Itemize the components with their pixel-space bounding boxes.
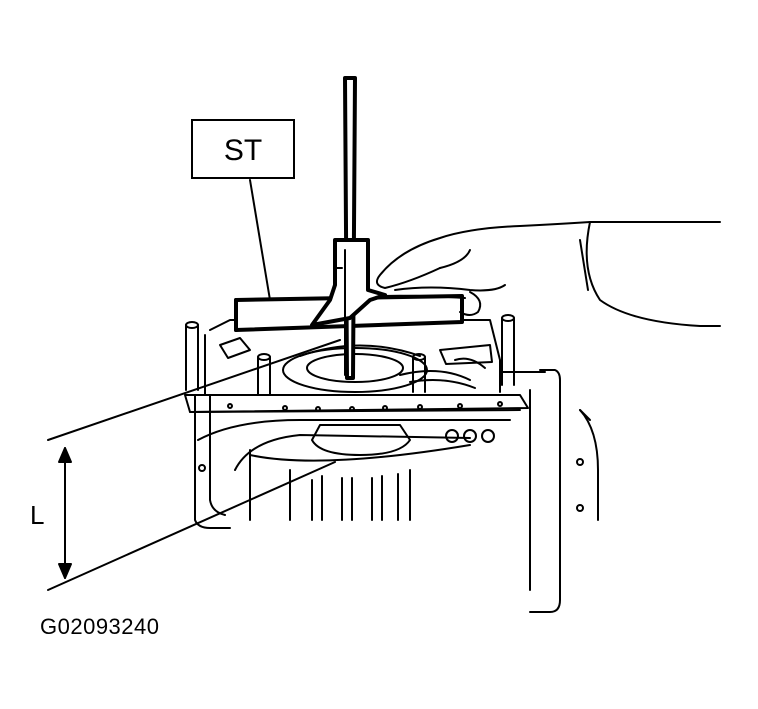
st-callout-label: ST	[224, 134, 262, 167]
oil-pump-body	[204, 319, 501, 396]
st-callout: ST	[191, 119, 295, 179]
dimension-extension-top	[47, 339, 341, 441]
hand	[375, 221, 721, 327]
dimension-extension-bottom	[47, 461, 336, 591]
dimension-label: L	[30, 500, 44, 530]
figure-code: G02093240	[40, 614, 160, 639]
transmission-case	[184, 369, 599, 613]
depth-gauge	[310, 76, 387, 380]
guide-studs	[185, 314, 515, 396]
clutch-drum	[249, 444, 471, 521]
dimension-arrow	[58, 447, 72, 579]
st-leader-line	[249, 179, 271, 301]
